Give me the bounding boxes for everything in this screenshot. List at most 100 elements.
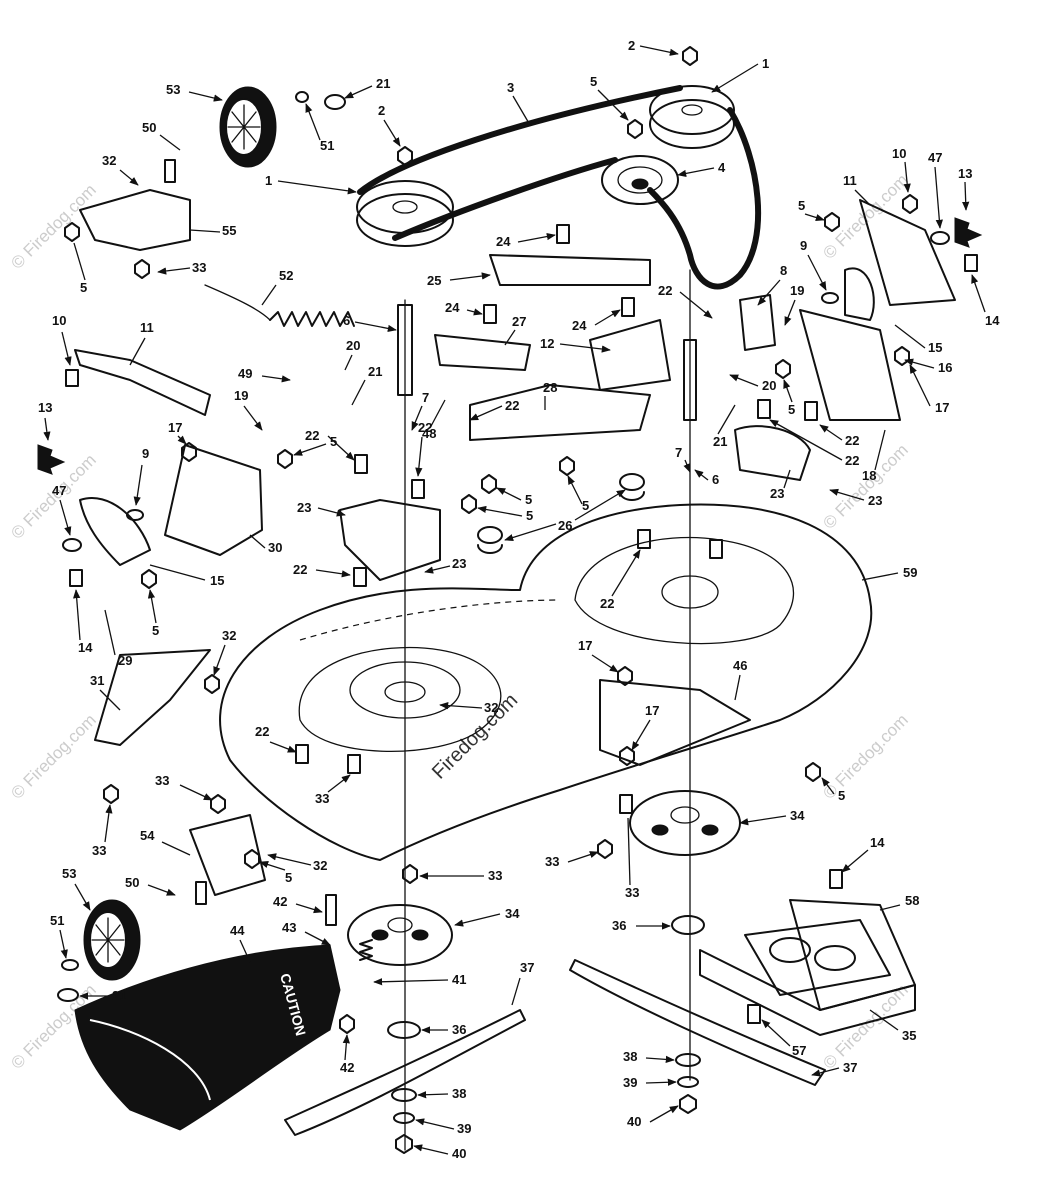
callout-41: 41: [452, 972, 466, 987]
callout-23: 23: [770, 486, 784, 501]
callout-38: 38: [452, 1086, 466, 1101]
fasteners: [64, 46, 978, 1034]
idler-pulley: [601, 155, 679, 205]
callout-23: 23: [297, 500, 311, 515]
mower-deck: [219, 503, 873, 861]
callout-43: 43: [282, 920, 296, 935]
callout-24: 24: [445, 300, 460, 315]
callout-15: 15: [928, 340, 942, 355]
callout-8: 8: [780, 263, 787, 278]
callout-36: 36: [452, 1022, 466, 1037]
callouts: 1 1 2 2 3 4 5 5 5 5 5 5 5 5 5 5 5 6: [38, 38, 1000, 1161]
callout-1: 1: [762, 56, 769, 71]
callout-5: 5: [526, 508, 533, 523]
callout-10: 10: [892, 146, 906, 161]
callout-51: 51: [320, 138, 334, 153]
callout-32: 32: [313, 858, 327, 873]
callout-21: 21: [713, 434, 727, 449]
callout-19: 19: [234, 388, 248, 403]
mounting-plate: [699, 899, 916, 1036]
callout-13: 13: [38, 400, 52, 415]
callout-5: 5: [582, 498, 589, 513]
watermark-text: © Firedog.com: [7, 710, 99, 802]
watermark-center-text: Firedog.com: [428, 689, 522, 783]
callout-17: 17: [645, 703, 659, 718]
callout-22: 22: [845, 433, 859, 448]
callout-57: 57: [792, 1043, 806, 1058]
callout-22: 22: [418, 420, 432, 435]
right-blade-adapter: [629, 790, 741, 856]
callout-17: 17: [168, 420, 182, 435]
callout-12: 12: [540, 336, 554, 351]
callout-44: 44: [230, 923, 245, 938]
callout-51: 51: [50, 913, 64, 928]
callout-28: 28: [543, 380, 557, 395]
brackets: [74, 189, 956, 896]
callout-6: 6: [343, 313, 350, 328]
callout-31: 31: [90, 673, 104, 688]
callout-32: 32: [222, 628, 236, 643]
left-pulley: [356, 180, 454, 247]
callout-40: 40: [452, 1146, 466, 1161]
callout-33: 33: [155, 773, 169, 788]
right-blade: [569, 959, 826, 1086]
callout-42: 42: [340, 1060, 354, 1075]
callout-25: 25: [427, 273, 441, 288]
callout-4: 4: [718, 160, 726, 175]
callout-53: 53: [62, 866, 76, 881]
callout-59: 59: [903, 565, 917, 580]
callout-6: 6: [712, 472, 719, 487]
callout-32: 32: [102, 153, 116, 168]
left-blade-adapter: [347, 904, 453, 966]
callout-14: 14: [78, 640, 93, 655]
callout-33: 33: [315, 791, 329, 806]
right-pulley: [649, 85, 735, 149]
callout-21: 21: [112, 988, 126, 1003]
callout-21: 21: [368, 364, 382, 379]
callout-23: 23: [452, 556, 466, 571]
callout-9: 9: [800, 238, 807, 253]
callout-26: 26: [558, 518, 572, 533]
callout-38: 38: [623, 1049, 637, 1064]
callout-47: 47: [928, 150, 942, 165]
callout-39: 39: [457, 1121, 471, 1136]
callout-2: 2: [628, 38, 635, 53]
callout-5: 5: [285, 870, 292, 885]
callout-55: 55: [222, 223, 236, 238]
callout-7: 7: [675, 445, 682, 460]
callout-17: 17: [578, 638, 592, 653]
callout-52: 52: [279, 268, 293, 283]
callout-20: 20: [346, 338, 360, 353]
callout-40: 40: [627, 1114, 641, 1129]
callout-48: 48: [422, 426, 436, 441]
callout-58: 58: [905, 893, 919, 908]
callout-39: 39: [623, 1075, 637, 1090]
callout-7: 7: [422, 390, 429, 405]
callout-22: 22: [255, 724, 269, 739]
left-blade: [284, 1009, 526, 1136]
callout-35: 35: [902, 1028, 916, 1043]
callout-5: 5: [838, 788, 845, 803]
callout-21: 21: [376, 76, 390, 91]
callout-37: 37: [843, 1060, 857, 1075]
callout-13: 13: [958, 166, 972, 181]
callout-5: 5: [525, 492, 532, 507]
callout-36: 36: [612, 918, 626, 933]
callout-22: 22: [658, 283, 672, 298]
left-bearing-stack: [387, 1021, 421, 1154]
callout-5: 5: [590, 74, 597, 89]
callout-5: 5: [152, 623, 159, 638]
callout-16: 16: [938, 360, 952, 375]
callout-14: 14: [870, 835, 885, 850]
callout-54: 54: [140, 828, 155, 843]
callout-2: 2: [378, 103, 385, 118]
callout-50: 50: [125, 875, 139, 890]
callout-19: 19: [790, 283, 804, 298]
watermark-text: © Firedog.com: [819, 440, 911, 532]
watermark-text: © Firedog.com: [819, 710, 911, 802]
watermark-text: © Firedog.com: [819, 980, 911, 1072]
callout-11: 11: [843, 173, 857, 188]
spindle-shafts: [397, 269, 697, 1151]
callout-42: 42: [273, 894, 287, 909]
callout-50: 50: [142, 120, 156, 135]
